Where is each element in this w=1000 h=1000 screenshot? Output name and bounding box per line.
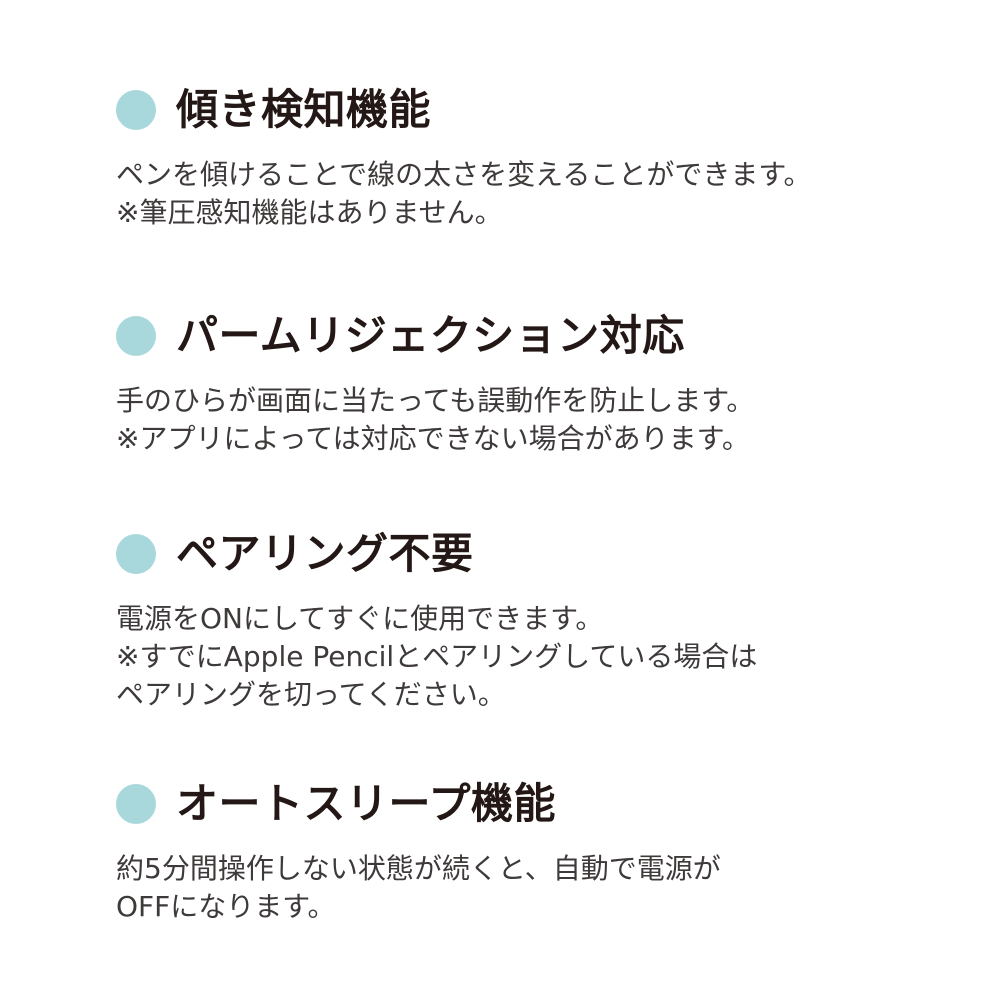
feature-title: オートスリープ機能 [176, 779, 556, 828]
feature-description: 電源をONにしてすぐに使用できます。 ※すでにApple Pencilとペアリン… [112, 600, 972, 714]
feature-palm-rejection: パームリジェクション対応 手のひらが画面に当たっても誤動作を防止します。 ※アプ… [112, 304, 972, 458]
feature-header: オートスリープ機能 [112, 772, 972, 836]
description-note-continued: ペアリングを切ってください。 [116, 678, 506, 711]
feature-title: ペアリング不要 [176, 529, 474, 578]
feature-header: パームリジェクション対応 [112, 304, 972, 368]
feature-description: 手のひらが画面に当たっても誤動作を防止します。 ※アプリによっては対応できない場… [112, 382, 972, 458]
description-line: 電源をONにしてすぐに使用できます。 [116, 602, 604, 635]
feature-tilt-detection: 傾き検知機能 ペンを傾けることで線の太さを変えることができます。 ※筆圧感知機能… [112, 78, 972, 232]
feature-title: 傾き検知機能 [176, 85, 432, 134]
description-line: ペンを傾けることで線の太さを変えることができます。 [116, 158, 812, 191]
circle-bullet-icon [116, 534, 156, 574]
feature-description: 約5分間操作しない状態が続くと、自動で電源が OFFになります。 [112, 850, 972, 926]
feature-no-pairing: ペアリング不要 電源をONにしてすぐに使用できます。 ※すでにApple Pen… [112, 522, 972, 714]
feature-auto-sleep: オートスリープ機能 約5分間操作しない状態が続くと、自動で電源が OFFになりま… [112, 772, 972, 926]
description-line: 手のひらが画面に当たっても誤動作を防止します。 [116, 384, 755, 417]
description-note: ※筆圧感知機能はありません。 [116, 196, 503, 229]
description-line: 約5分間操作しない状態が続くと、自動で電源が [116, 852, 721, 885]
circle-bullet-icon [116, 316, 156, 356]
description-line-continued: OFFになります。 [116, 890, 336, 923]
feature-title: パームリジェクション対応 [176, 311, 685, 360]
description-note: ※アプリによっては対応できない場合があります。 [116, 422, 750, 455]
feature-header: ペアリング不要 [112, 522, 972, 586]
feature-description: ペンを傾けることで線の太さを変えることができます。 ※筆圧感知機能はありません。 [112, 156, 972, 232]
circle-bullet-icon [116, 90, 156, 130]
description-note: ※すでにApple Pencilとペアリングしている場合は [116, 640, 758, 673]
circle-bullet-icon [116, 784, 156, 824]
feature-header: 傾き検知機能 [112, 78, 972, 142]
